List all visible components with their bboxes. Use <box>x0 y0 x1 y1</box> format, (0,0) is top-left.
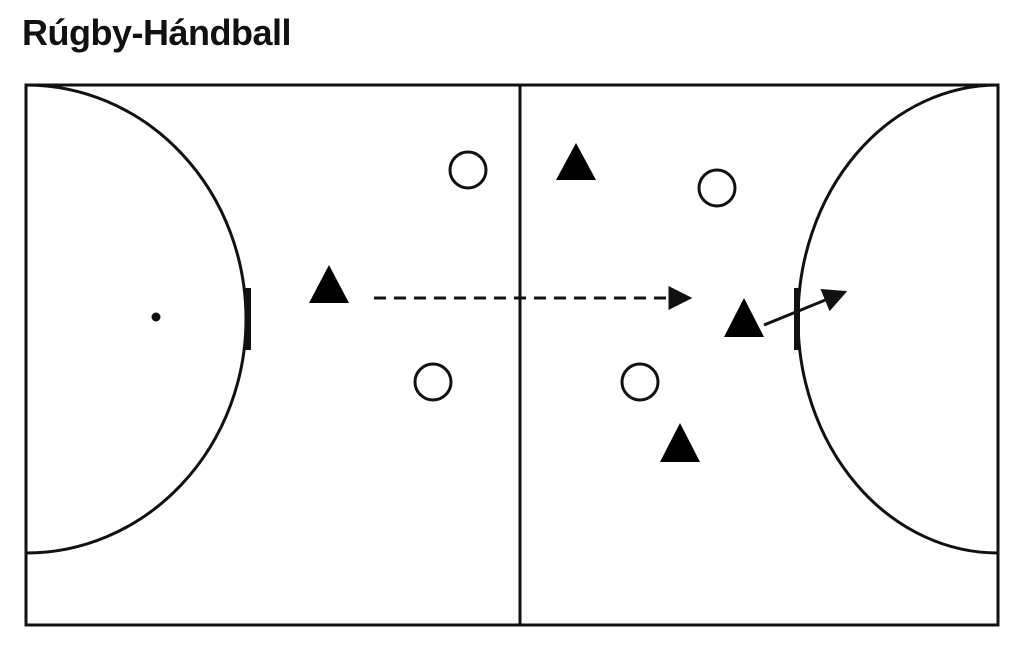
right-goal-area-arc <box>796 83 999 555</box>
court-boundary <box>24 83 1000 627</box>
diagram-title: Rúgby-Hándball <box>22 12 292 53</box>
defender-circle <box>413 362 453 402</box>
run-arrow <box>763 289 848 327</box>
defender-circle <box>448 150 488 190</box>
defender-circle <box>697 168 737 208</box>
defender-circle <box>620 362 660 402</box>
attacker-triangle <box>660 423 700 462</box>
left-penalty-spot <box>151 312 161 322</box>
attacker-triangle <box>556 143 596 180</box>
attacker-triangle <box>724 298 764 337</box>
attacker-triangle <box>309 265 349 303</box>
left-goal-area-arc <box>25 83 248 555</box>
